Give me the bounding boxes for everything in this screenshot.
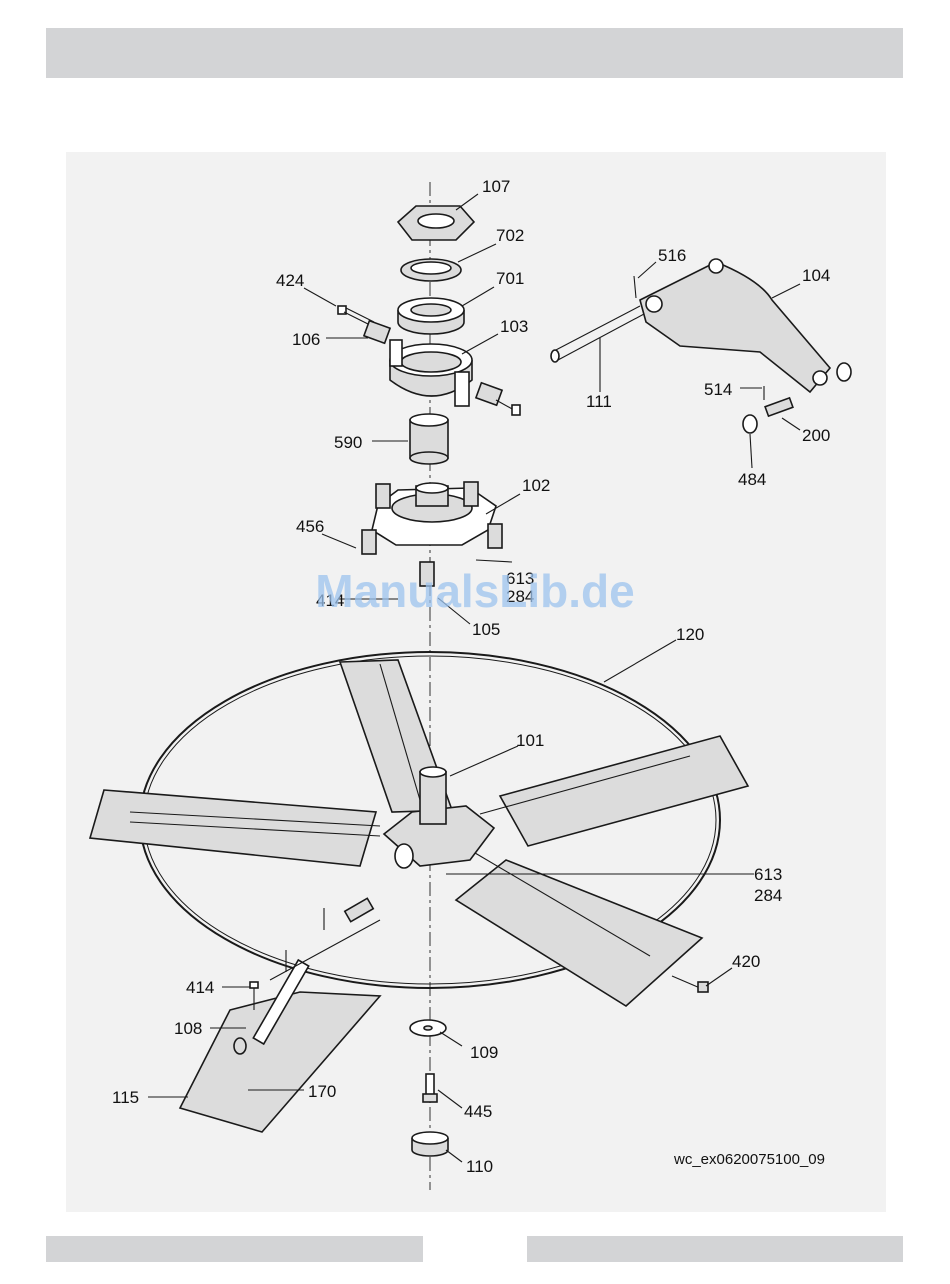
part-107-nut bbox=[398, 206, 474, 240]
callout-101: 101 bbox=[516, 731, 544, 750]
callout-420: 420 bbox=[732, 952, 760, 971]
callout-456: 456 bbox=[296, 517, 324, 536]
callout-108: 108 bbox=[174, 1019, 202, 1038]
callout-111: 111 bbox=[586, 392, 612, 411]
callout-105: 105 bbox=[472, 620, 500, 639]
callout-107: 107 bbox=[482, 177, 510, 196]
part-200-pin bbox=[765, 398, 793, 416]
part-420-bolt bbox=[672, 976, 708, 992]
callout-514: 514 bbox=[704, 380, 732, 399]
callout-109: 109 bbox=[470, 1043, 498, 1062]
part-516-pin bbox=[634, 276, 636, 298]
part-103-housing bbox=[390, 340, 472, 406]
callout-104: 104 bbox=[802, 266, 830, 285]
part-103-bushing-right bbox=[476, 383, 520, 415]
part-702-seal bbox=[401, 259, 461, 281]
footer-bar-left bbox=[46, 1236, 423, 1262]
callout-590: 590 bbox=[334, 433, 362, 452]
callout-110: 110 bbox=[466, 1157, 493, 1176]
part-111-shaft bbox=[551, 306, 644, 362]
callout-484: 484 bbox=[738, 470, 766, 489]
callout-120: 120 bbox=[676, 625, 704, 644]
part-105-lever bbox=[345, 898, 374, 921]
callout-445: 445 bbox=[464, 1102, 492, 1121]
figure-reference: wc_ex0620075100_09 bbox=[673, 1151, 825, 1168]
callout-106: 106 bbox=[292, 330, 320, 349]
part-445-bolt bbox=[423, 1074, 437, 1102]
part-108-pivot bbox=[234, 1038, 246, 1054]
callout-424: 424 bbox=[276, 271, 304, 290]
callout-516: 516 bbox=[658, 246, 686, 265]
callout-103: 103 bbox=[500, 317, 528, 336]
part-701-bearing bbox=[398, 298, 464, 334]
callout-115: 115 bbox=[112, 1088, 139, 1107]
callout-200: 200 bbox=[802, 426, 830, 445]
callout-284: 284 bbox=[754, 886, 782, 905]
callout-170: 170 bbox=[308, 1082, 336, 1101]
part-104-washer bbox=[837, 363, 851, 381]
part-590-sleeve bbox=[410, 414, 448, 464]
part-110-bushing bbox=[412, 1132, 448, 1156]
watermark: ManualsLib.de bbox=[315, 565, 634, 617]
callout-613: 613 bbox=[754, 865, 782, 884]
callout-414: 414 bbox=[186, 978, 214, 997]
part-106-bushing bbox=[364, 321, 390, 344]
part-109-washer bbox=[410, 1020, 446, 1036]
callout-102: 102 bbox=[522, 476, 550, 495]
callout-701: 701 bbox=[496, 269, 524, 288]
blade-right bbox=[500, 736, 748, 846]
part-484-washer bbox=[743, 415, 757, 433]
callout-702: 702 bbox=[496, 226, 524, 245]
footer-bar-right bbox=[527, 1236, 903, 1262]
